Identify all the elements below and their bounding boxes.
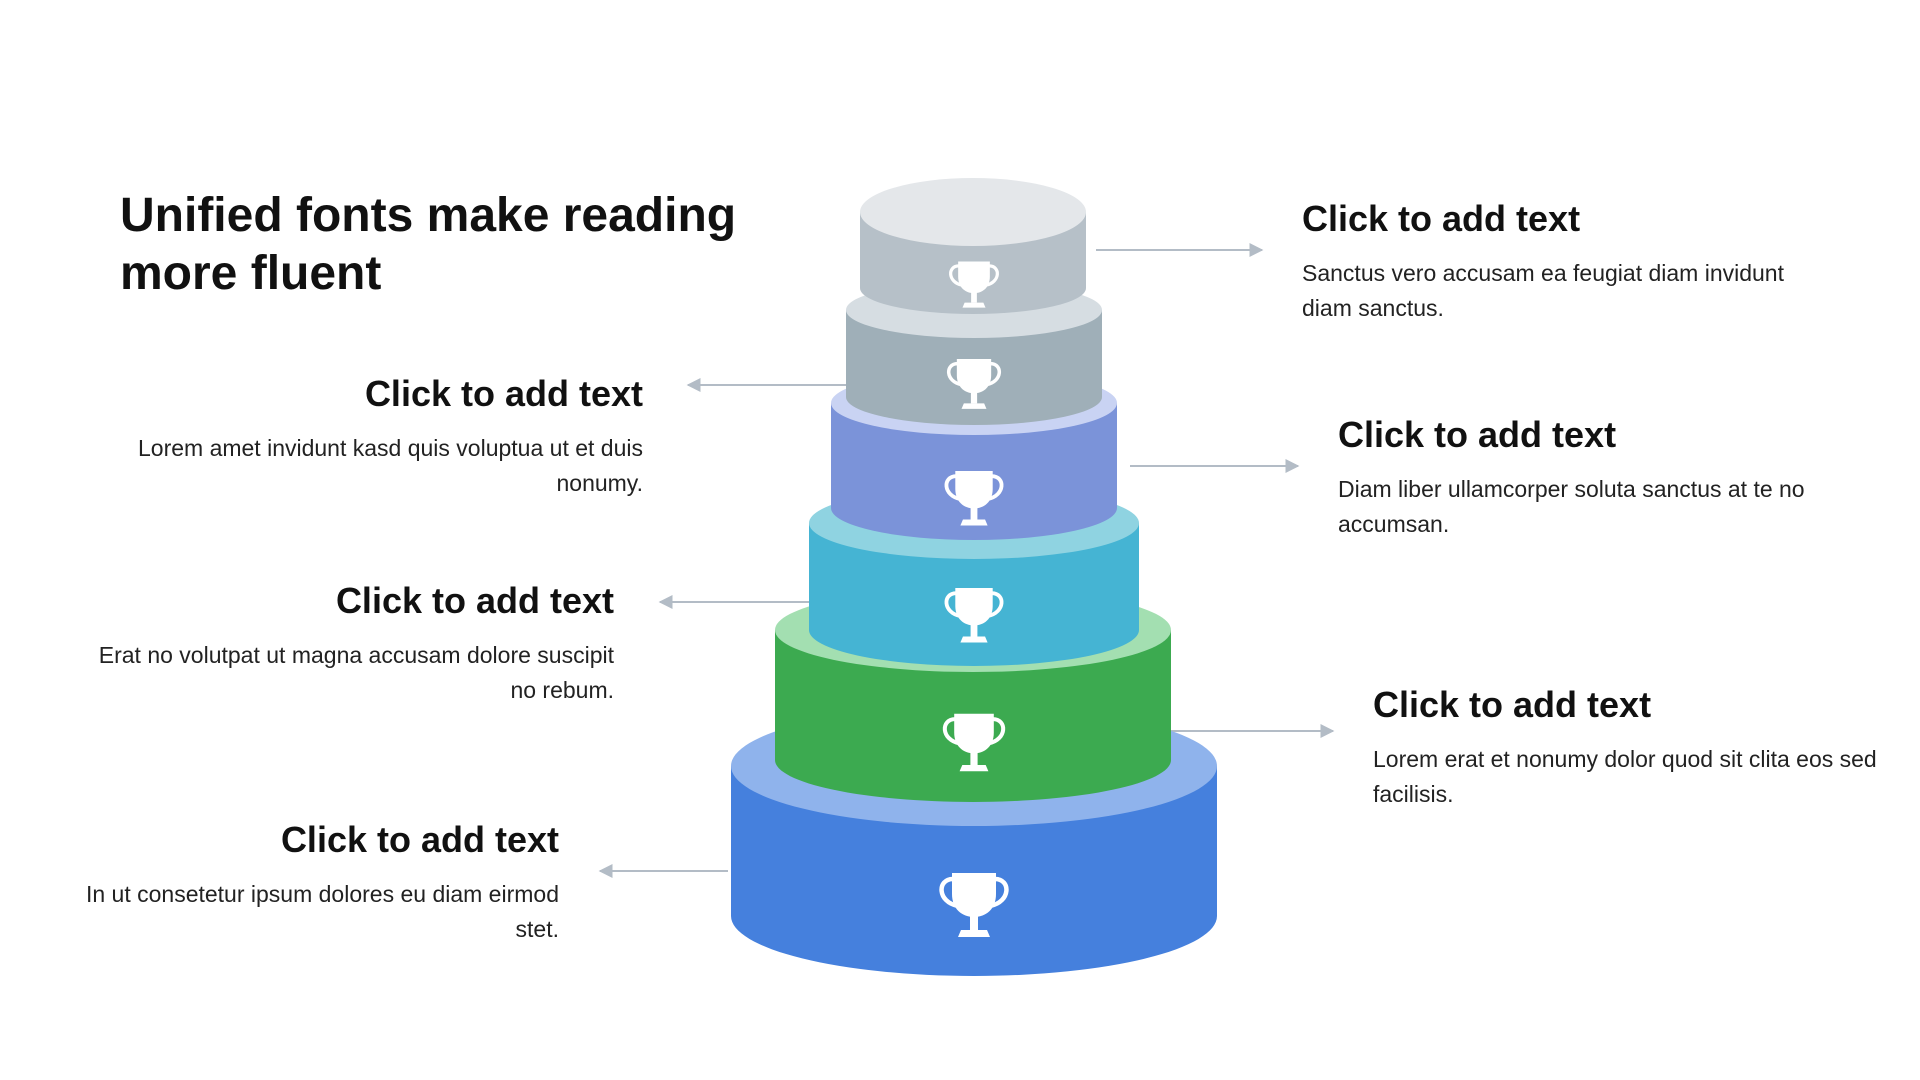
callout-body[interactable]: Erat no volutpat ut magna accusam dolore… [98,642,614,703]
callout-heading[interactable]: Click to add text [280,819,559,860]
tier-1 [860,178,1086,314]
callout-body[interactable]: Lorem erat et nonumy dolor quod sit clit… [1373,746,1877,807]
callout-body[interactable]: Diam liber ullamcorper soluta sanctus at… [1338,476,1805,537]
callout-heading[interactable]: Click to add text [1373,684,1652,725]
callout-5: Click to add text Lorem erat et nonumy d… [1373,684,1893,812]
callout-1: Click to add text Sanctus vero accusam e… [1302,198,1822,326]
callout-heading[interactable]: Click to add text [1338,414,1617,455]
callout-heading[interactable]: Click to add text [1302,198,1581,239]
callout-body[interactable]: In ut consetetur ipsum dolores eu diam e… [85,881,559,942]
callout-2: Click to add text Lorem amet invidunt ka… [123,373,643,501]
callout-body[interactable]: Lorem amet invidunt kasd quis voluptua u… [137,435,643,496]
tier-1-top [860,178,1086,246]
callout-6: Click to add text In ut consetetur ipsum… [39,819,559,947]
callout-heading[interactable]: Click to add text [335,580,614,621]
connectors [598,243,1335,878]
callout-heading[interactable]: Click to add text [364,373,643,414]
tier-6-side [731,766,1217,976]
slide-title: Unified fonts make reading more fluent [120,189,737,300]
callout-3: Click to add text Diam liber ullamcorper… [1338,414,1858,542]
callout-body[interactable]: Sanctus vero accusam ea feugiat diam inv… [1302,260,1784,321]
callout-4: Click to add text Erat no volutpat ut ma… [94,580,614,708]
